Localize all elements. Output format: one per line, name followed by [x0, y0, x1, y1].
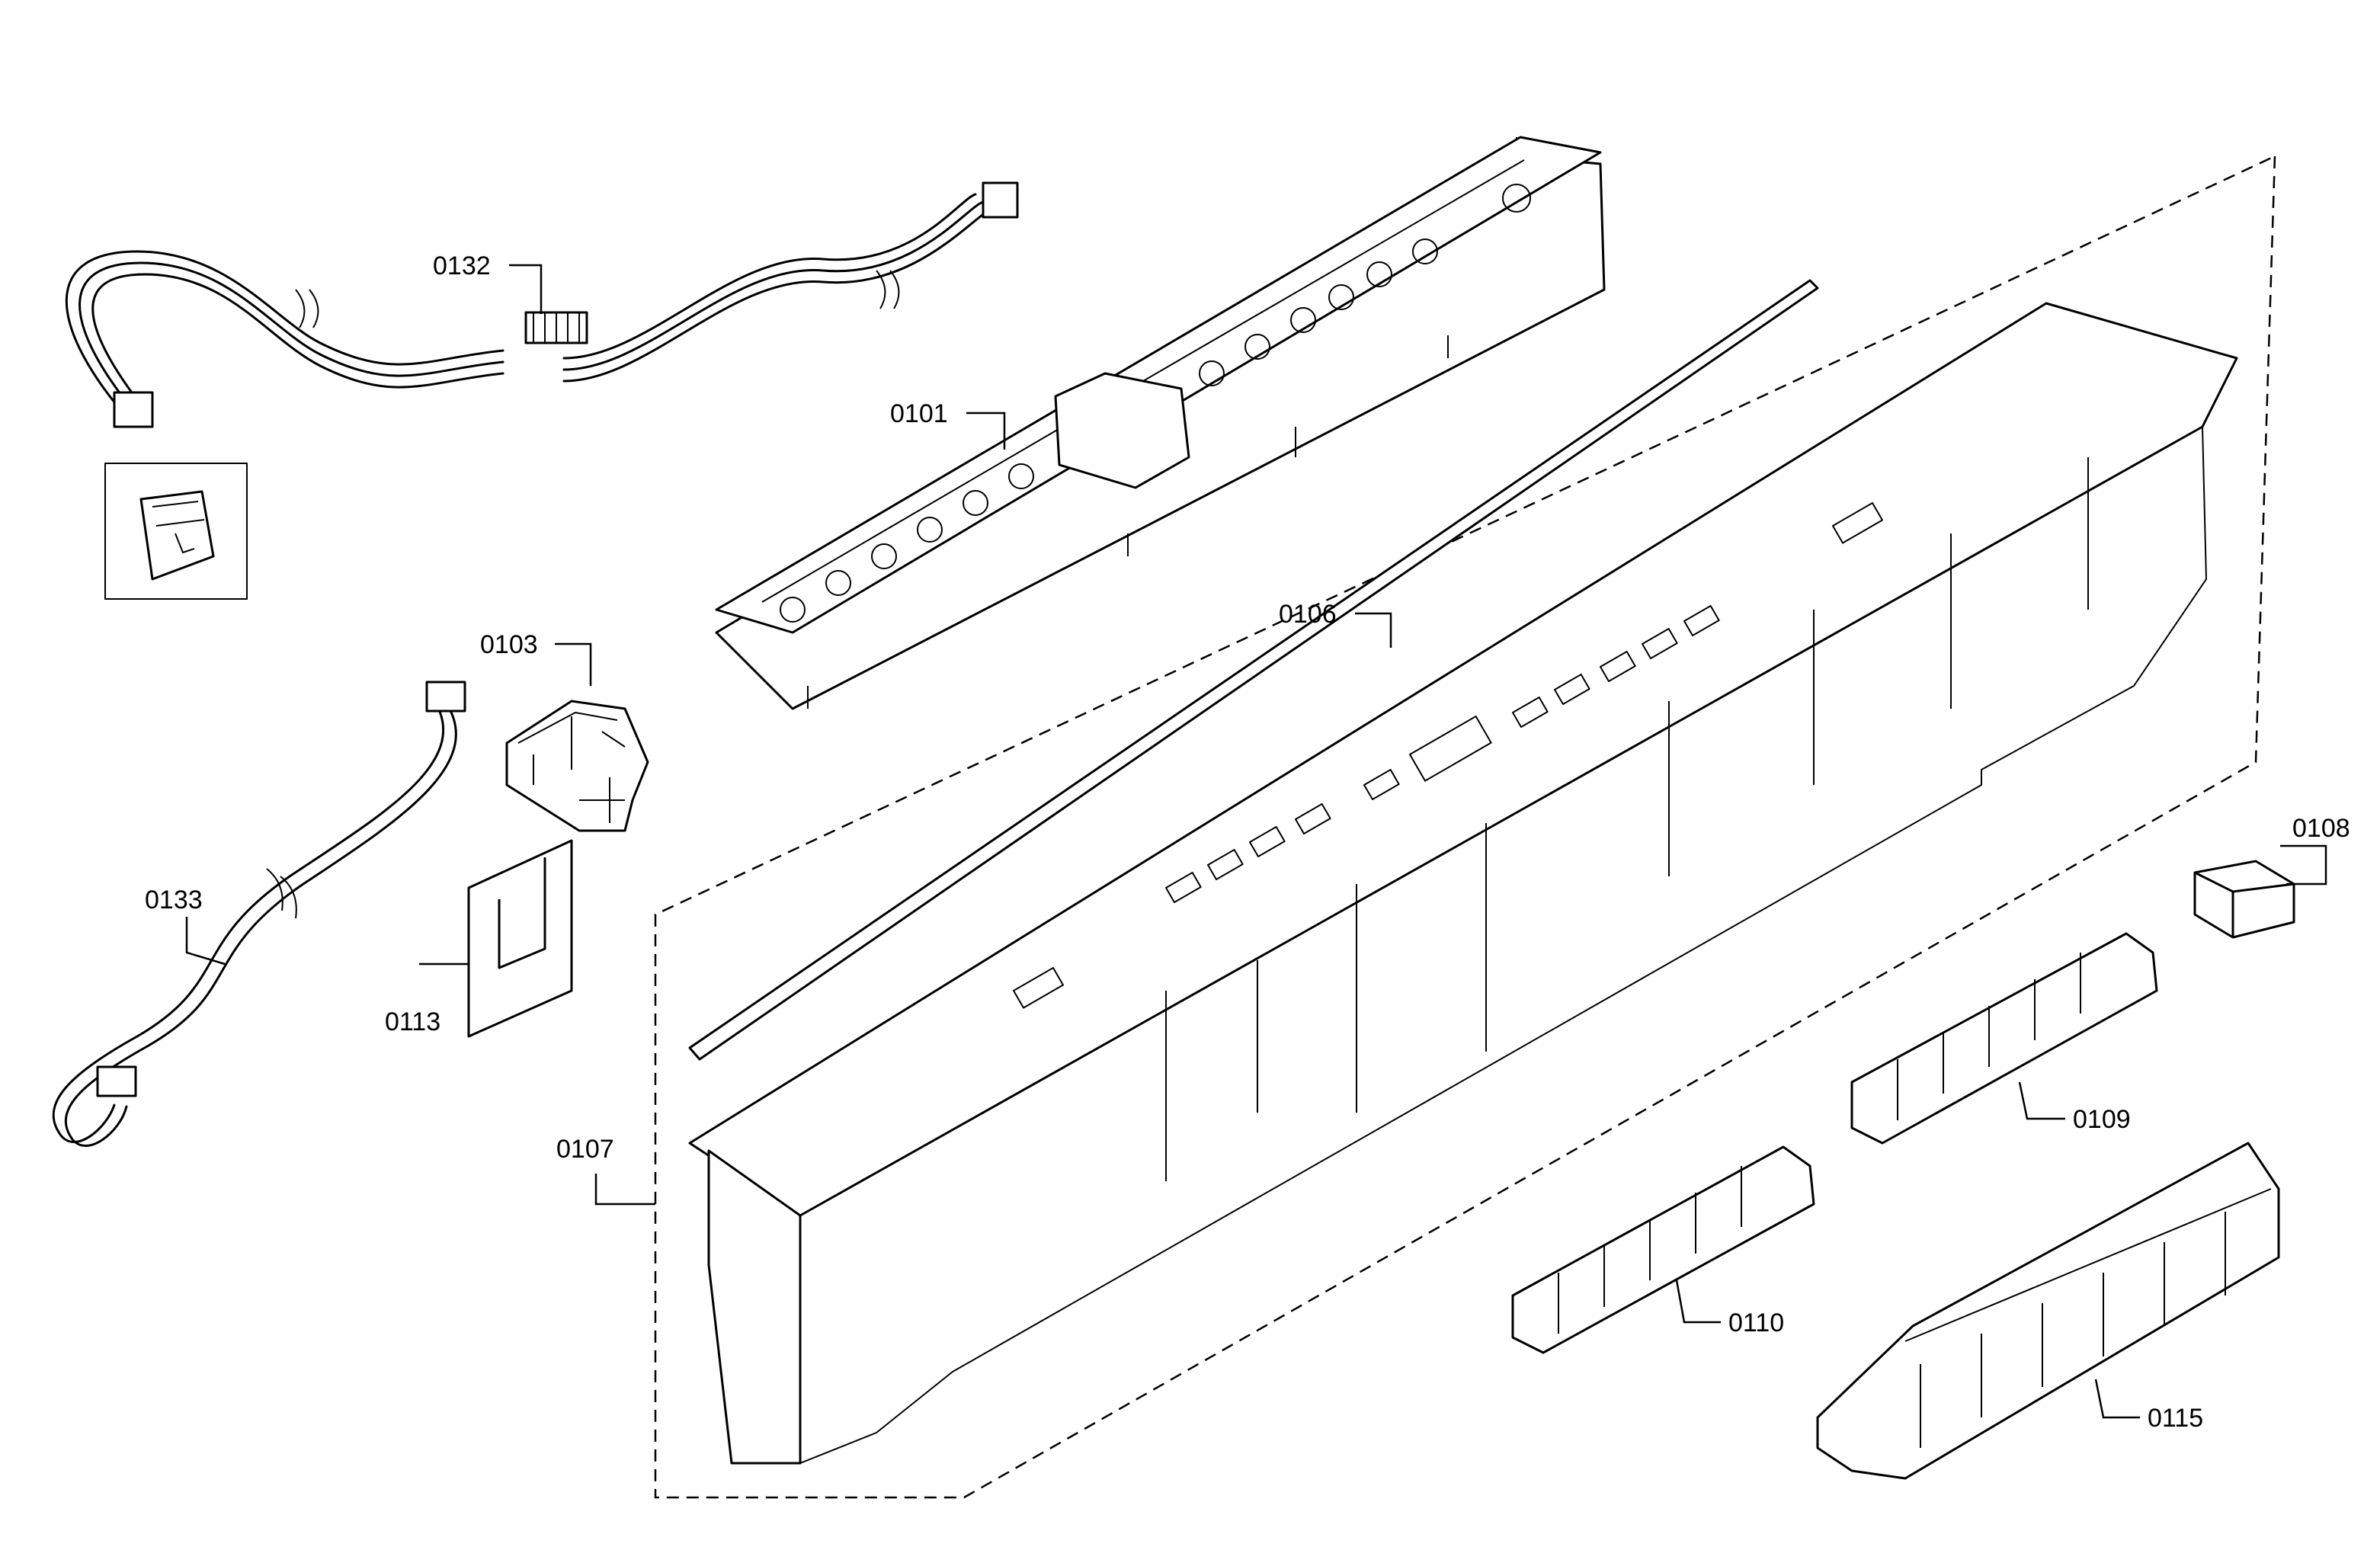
- part-0106-strip: [688, 279, 1819, 1061]
- connector-inset-part: [139, 490, 215, 581]
- label-0103: 0103: [480, 630, 538, 659]
- part-0107-housing: [688, 302, 2238, 1465]
- assembly-boundary-dashed: [654, 155, 2276, 1499]
- part-0103: [505, 700, 649, 832]
- wire-harness-0132: [66, 181, 1019, 428]
- label-0108: 0108: [2292, 814, 2350, 843]
- leader-lines: [185, 264, 2327, 1419]
- label-0106: 0106: [1279, 600, 1337, 629]
- wire-harness-0133: [52, 681, 466, 1147]
- part-0113-plate: [467, 839, 573, 1038]
- label-0133: 0133: [145, 886, 203, 914]
- label-0113: 0113: [385, 1007, 440, 1036]
- label-0132: 0132: [433, 251, 491, 280]
- label-0110: 0110: [1728, 1308, 1784, 1337]
- connector-inset-box: [104, 463, 248, 600]
- part-0115-cover: [1816, 1142, 2280, 1480]
- part-0108: [2193, 860, 2295, 939]
- label-0101: 0101: [890, 399, 948, 428]
- label-0115: 0115: [2148, 1404, 2203, 1433]
- part-0101-control-module: [715, 136, 1606, 710]
- label-0107: 0107: [556, 1135, 614, 1164]
- part-0109-button-strip: [1850, 932, 2158, 1145]
- label-0109: 0109: [2073, 1105, 2131, 1134]
- part-0110-button-strip: [1511, 1145, 1815, 1354]
